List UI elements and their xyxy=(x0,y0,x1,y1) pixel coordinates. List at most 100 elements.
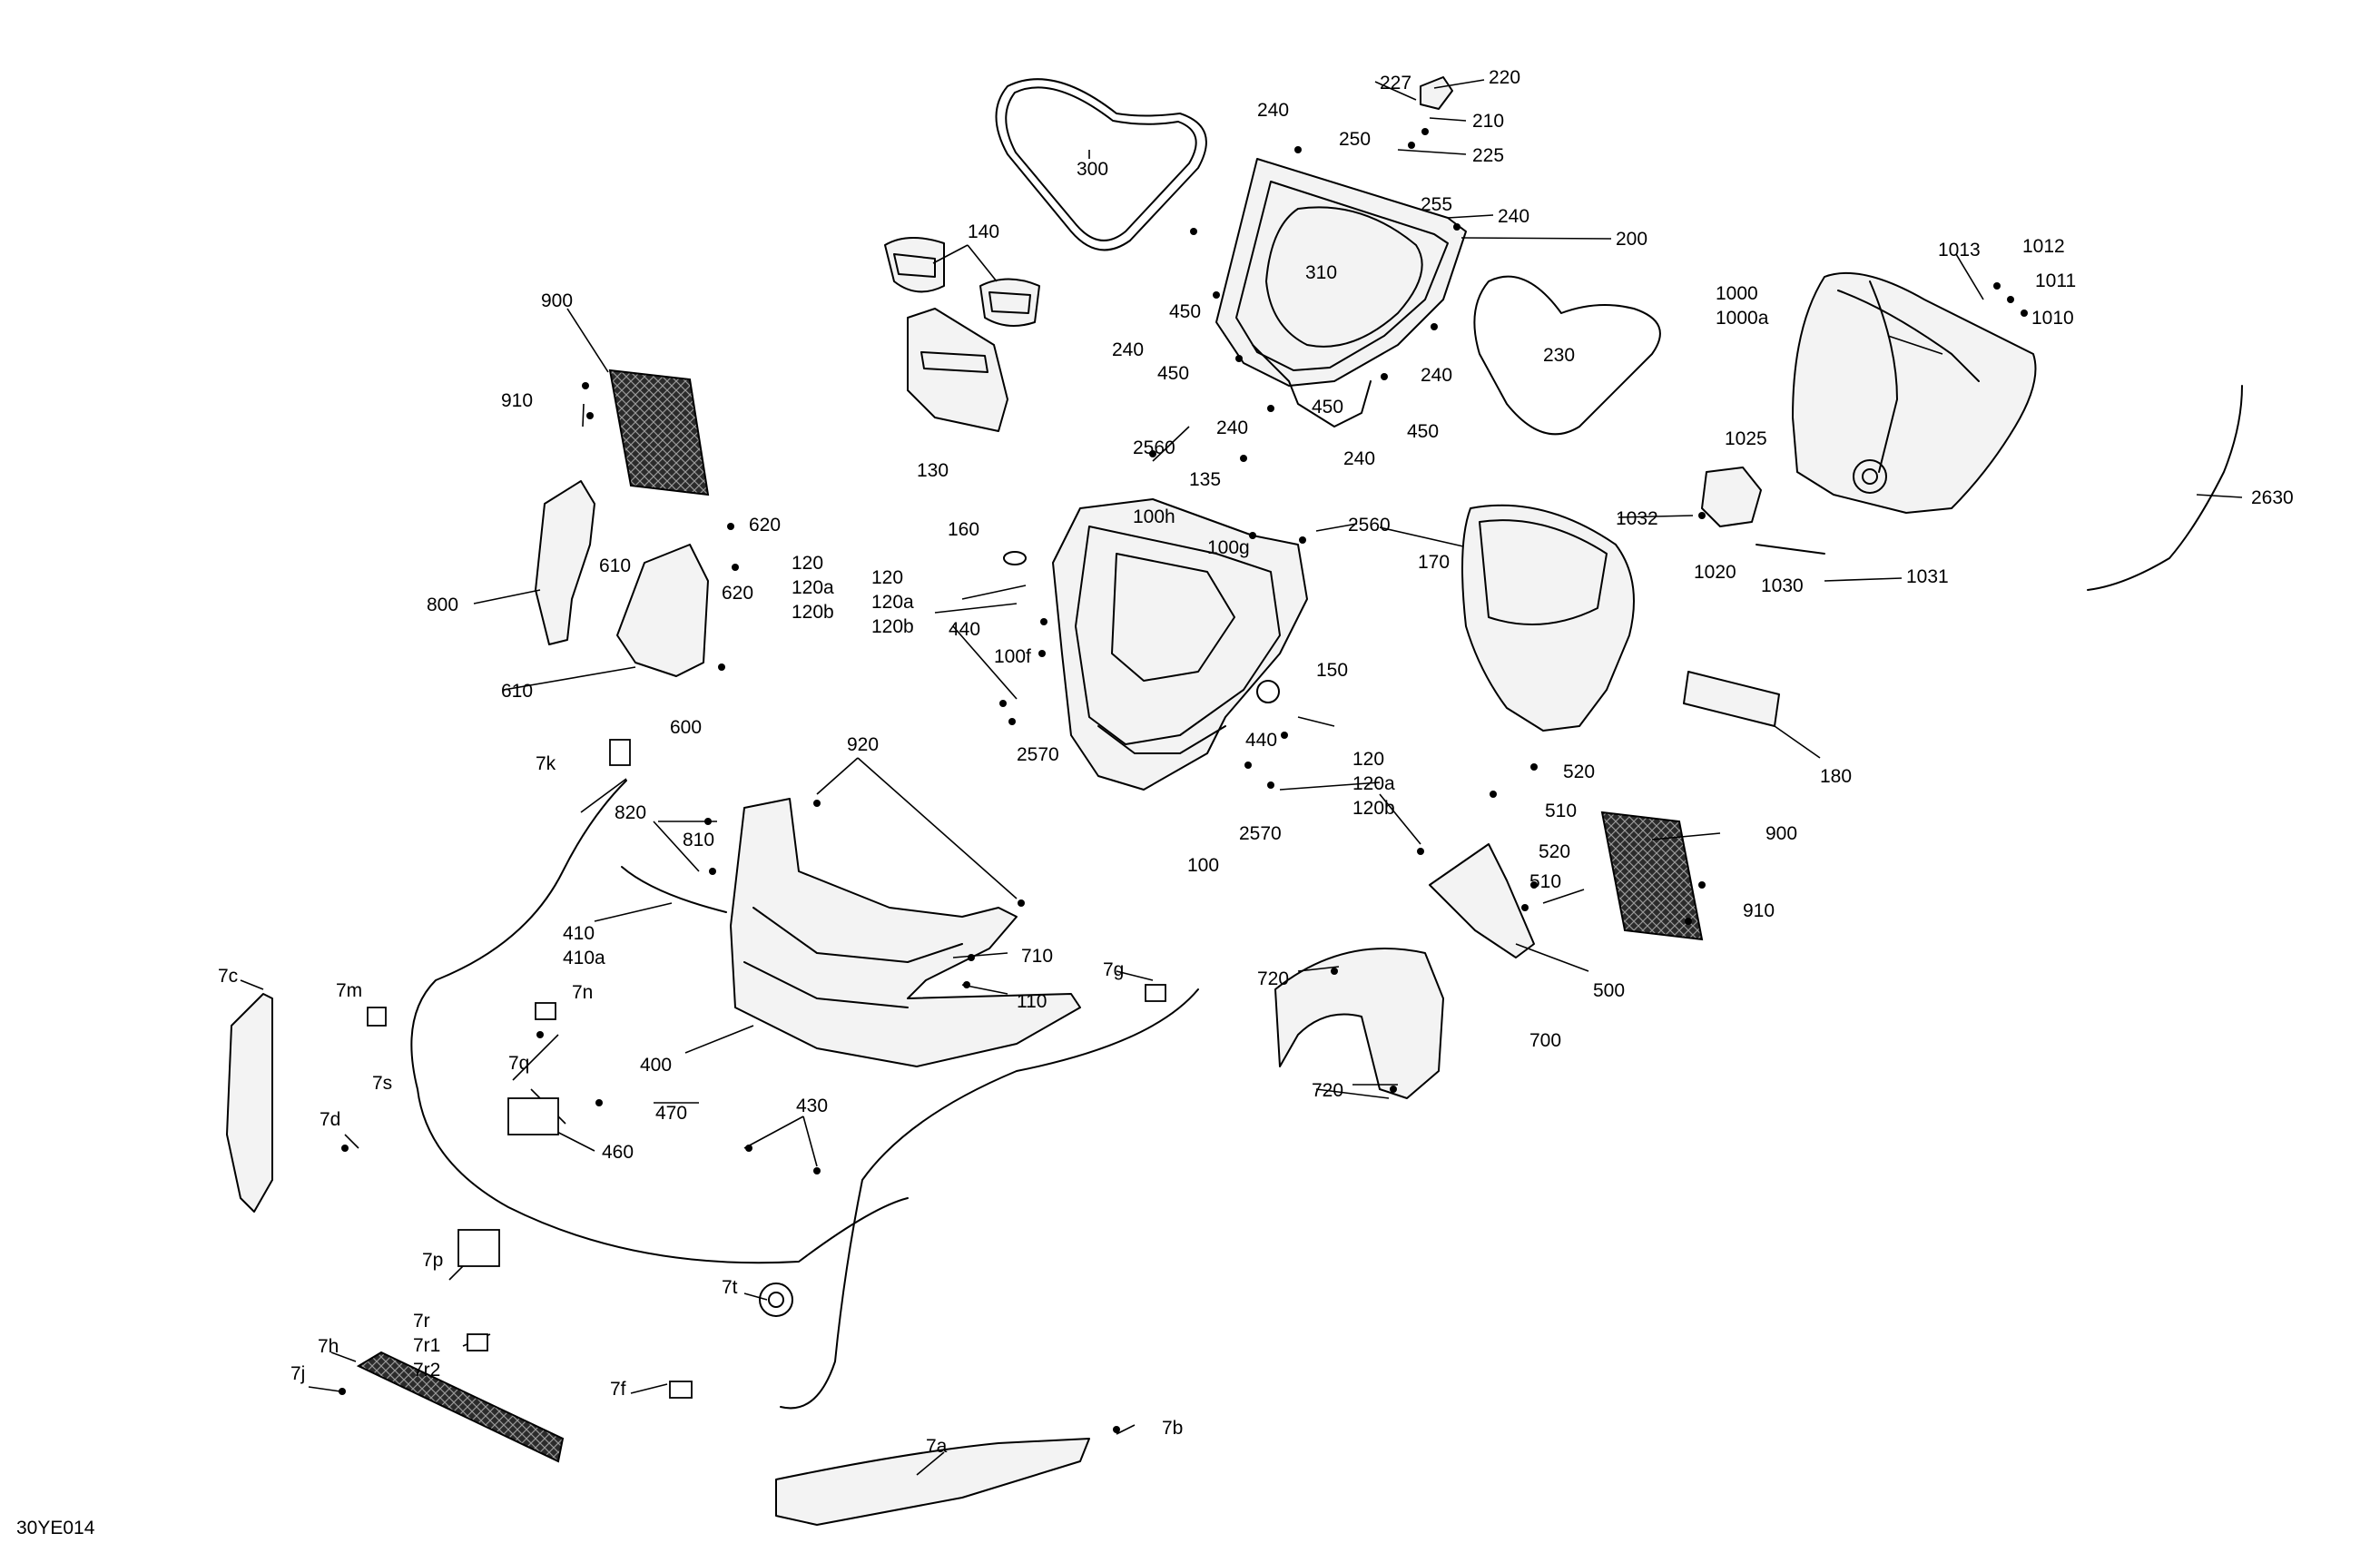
label-180: 180 xyxy=(1820,766,1852,787)
label-700: 700 xyxy=(1529,1030,1561,1051)
label-2560: 2560 xyxy=(1133,437,1175,458)
label-227: 227 xyxy=(1380,73,1411,93)
label-810: 810 xyxy=(683,830,714,850)
label-500: 500 xyxy=(1593,980,1625,1001)
label-1010: 1010 xyxy=(2031,308,2074,329)
label-140: 140 xyxy=(968,221,999,242)
wiring-harness-branch xyxy=(780,988,1199,1410)
bracket-500 xyxy=(1429,843,1535,958)
label-1020: 1020 xyxy=(1694,562,1736,583)
label-7d: 7d xyxy=(320,1109,340,1130)
label-7q: 7q xyxy=(508,1053,529,1074)
label-410: 410 xyxy=(563,923,595,944)
label-310: 310 xyxy=(1305,262,1337,283)
label-510: 510 xyxy=(1545,801,1577,821)
label-7t: 7t xyxy=(722,1277,738,1298)
label-410a: 410a xyxy=(563,948,605,968)
label-240: 240 xyxy=(1498,206,1529,227)
plug-150 xyxy=(1256,680,1280,703)
label-160: 160 xyxy=(948,519,979,540)
label-510: 510 xyxy=(1529,871,1561,892)
label-110: 110 xyxy=(1017,991,1047,1012)
label-450: 450 xyxy=(1312,397,1343,418)
light-140 xyxy=(884,236,1040,327)
hood-1000 xyxy=(1792,271,2037,514)
label-1032: 1032 xyxy=(1616,508,1658,529)
label-100h: 100h xyxy=(1133,506,1175,527)
label-620: 620 xyxy=(749,515,781,536)
label-470: 470 xyxy=(655,1103,687,1124)
label-720: 720 xyxy=(1257,968,1289,989)
label-250: 250 xyxy=(1339,129,1371,150)
label-7p: 7p xyxy=(422,1250,443,1271)
label-120b: 120b xyxy=(871,616,914,637)
label-7r1: 7r1 xyxy=(413,1335,440,1356)
label-2560: 2560 xyxy=(1348,515,1391,536)
label-170: 170 xyxy=(1418,552,1450,573)
label-7c: 7c xyxy=(218,966,238,987)
label-220: 220 xyxy=(1489,67,1520,88)
cable-2630 xyxy=(2087,385,2243,591)
strip-410 xyxy=(621,866,727,913)
label-240: 240 xyxy=(1343,448,1375,469)
label-150: 150 xyxy=(1316,660,1348,681)
label-610: 610 xyxy=(599,555,631,576)
mesh-900-left xyxy=(608,369,710,496)
label-120b: 120b xyxy=(792,602,834,623)
hardware-fasteners xyxy=(339,128,2028,1433)
duct-170 xyxy=(1461,504,1635,732)
label-2570: 2570 xyxy=(1017,744,1059,765)
label-7n: 7n xyxy=(572,982,593,1003)
connector-7g xyxy=(1145,984,1166,1002)
label-600: 600 xyxy=(670,717,702,738)
label-240: 240 xyxy=(1421,365,1452,386)
label-800: 800 xyxy=(427,595,458,615)
grommet-7t xyxy=(759,1283,793,1317)
label-520: 520 xyxy=(1563,762,1595,782)
front-fascia-400 xyxy=(730,798,1081,1067)
label-120b: 120b xyxy=(1352,798,1395,819)
label-7r2: 7r2 xyxy=(413,1360,440,1381)
label-620: 620 xyxy=(722,583,753,604)
label-910: 910 xyxy=(501,390,533,411)
hinge-220 xyxy=(1420,76,1453,110)
label-1025: 1025 xyxy=(1725,428,1767,449)
strip-180 xyxy=(1683,671,1780,727)
label-7r: 7r xyxy=(413,1311,430,1332)
label-230: 230 xyxy=(1543,345,1575,366)
callout-labels: 300 240 227 220 210 250 225 255 240 200 … xyxy=(16,67,2294,1538)
label-100: 100 xyxy=(1187,855,1219,876)
label-120: 120 xyxy=(871,567,903,588)
label-1030: 1030 xyxy=(1761,575,1804,596)
label-130: 130 xyxy=(917,460,949,481)
label-440: 440 xyxy=(1245,730,1277,751)
label-300: 300 xyxy=(1077,159,1108,180)
label-120a: 120a xyxy=(792,577,834,598)
storage-frame-200 xyxy=(1215,158,1467,428)
label-1031: 1031 xyxy=(1906,566,1949,587)
label-520: 520 xyxy=(1539,841,1570,862)
label-7a: 7a xyxy=(926,1436,948,1457)
leader-lines xyxy=(240,79,2243,1476)
label-430: 430 xyxy=(796,1096,828,1116)
label-820: 820 xyxy=(615,802,646,823)
clip-7m xyxy=(367,1007,387,1027)
cap-160 xyxy=(1003,551,1027,565)
label-1011: 1011 xyxy=(2035,270,2076,291)
label-920: 920 xyxy=(847,734,879,755)
label-240: 240 xyxy=(1216,418,1248,438)
label-135: 135 xyxy=(1189,469,1221,490)
label-2570: 2570 xyxy=(1239,823,1282,844)
grille-7h xyxy=(356,1351,565,1463)
clip-7r2 xyxy=(467,1333,488,1351)
fender-liner-700 xyxy=(1274,948,1444,1099)
label-210: 210 xyxy=(1472,111,1504,132)
lamp-7a xyxy=(775,1438,1090,1526)
label-255: 255 xyxy=(1421,194,1452,215)
side-panel-800 xyxy=(535,480,595,645)
label-120a: 120a xyxy=(871,592,914,613)
connector-7f xyxy=(669,1381,693,1399)
wiring-harness xyxy=(410,780,909,1264)
label-1000a: 1000a xyxy=(1716,308,1769,329)
